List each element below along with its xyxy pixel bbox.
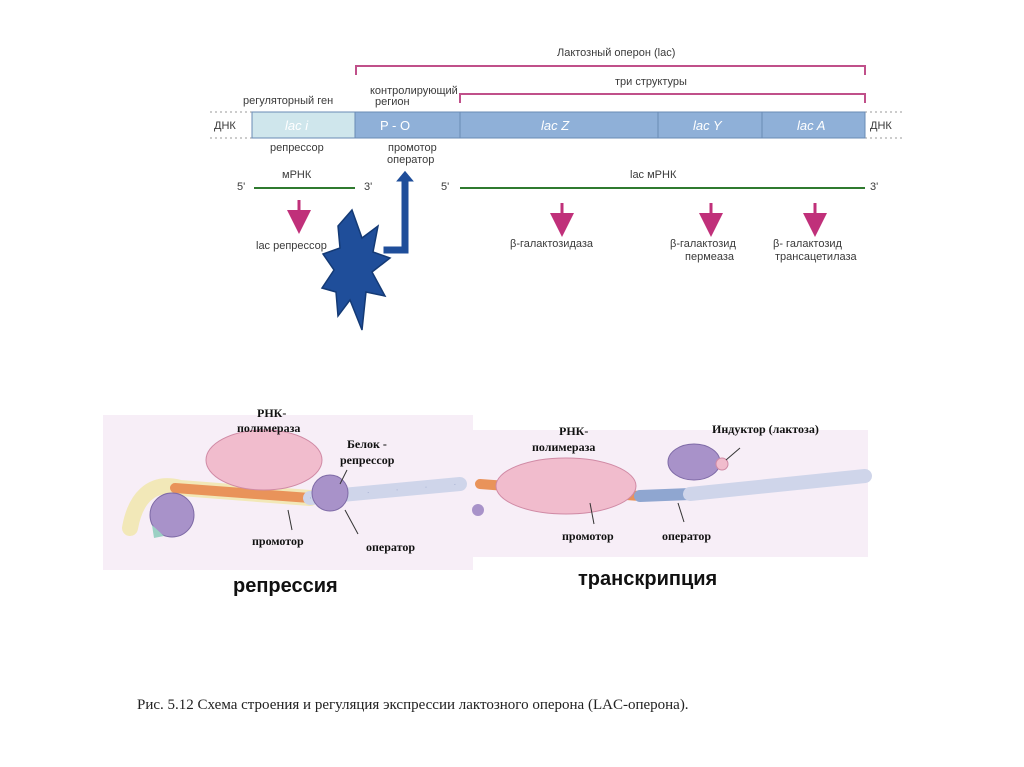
mrna-right-label: lac мРНК [630,169,677,181]
transcription-promoter-label: промотор [562,529,614,543]
po-label: P - O [380,118,410,133]
promoter-line: промотор [388,142,437,154]
lac-i-segment [251,111,356,139]
lac-a-label: lac A [797,118,825,133]
lac-z-segment [459,111,659,139]
translation-arrows [287,200,827,237]
inducer-lactose [715,457,729,471]
po-segment [354,111,461,139]
repression-blob-left [149,492,195,538]
repression-operator-label: оператор [366,540,415,554]
repression-tip [152,525,164,538]
lac-y-label: lac Y [693,118,723,133]
mrna-right-5: 5' [441,181,449,193]
lac-a-segment [761,111,866,139]
inducer-label: Индуктор (лактоза) [712,422,819,436]
control-region-line2: регион [375,96,410,108]
repression-rnapol-line1: РНК- [257,406,286,420]
dna-left-label: ДНК [214,120,236,132]
transcription-rna-polymerase [495,457,637,515]
lac-i-label: lac i [285,118,309,133]
repressor-protein [311,474,349,512]
transcription-blob-edge [472,504,484,516]
repressor-label: репрессор [270,142,324,154]
transcription-title: транскрипция [578,568,717,590]
lac-repressor-label: lac репрессор [256,240,327,252]
operon-bracket [355,65,866,75]
repressor-burst-icon [320,208,392,331]
repression-promoter-label: промотор [252,534,304,548]
three-structures-label: три структуры [615,76,687,88]
operon-title: Лактозный оперон (lac) [557,47,675,59]
mrna-right-3: 3' [870,181,878,193]
structures-bracket [459,93,866,103]
mrna-left-5: 5' [237,181,245,193]
dna-right-label: ДНК [870,120,892,132]
binding-arrow-icon [382,169,417,255]
transcription-rnapol-line2: полимераза [532,440,595,454]
regulatory-gene-label: регуляторный ген [243,95,333,107]
repressor-protein-line2: репрессор [340,453,395,467]
control-region-line1: контролирующий [370,85,458,97]
repressor-protein-line1: Белок - [347,437,387,451]
dna-strip [251,111,866,139]
transacetylase-line2: трансацетилаза [775,251,858,263]
permease-line2: пермеаза [685,251,735,263]
repression-title: репрессия [233,575,338,597]
galactosidase-label: β-галактозидаза [510,238,594,250]
mrna-left-3: 3' [364,181,372,193]
inducer-blob [667,443,721,481]
permease-line1: β-галактозид [670,238,736,250]
transcription-operator-label: оператор [662,529,711,543]
figure-caption: Рис. 5.12 Схема строения и регуляция экс… [137,697,689,713]
transcription-rnapol-line1: РНК- [559,424,588,438]
lac-z-label: lac Z [541,118,570,133]
operator-line: оператор [387,154,434,166]
repression-rnapol-line2: полимераза [237,421,300,435]
transacetylase-line1: β- галактозид [773,238,843,250]
mrna-left-label: мРНК [282,169,312,181]
repression-rna-polymerase [205,429,323,491]
